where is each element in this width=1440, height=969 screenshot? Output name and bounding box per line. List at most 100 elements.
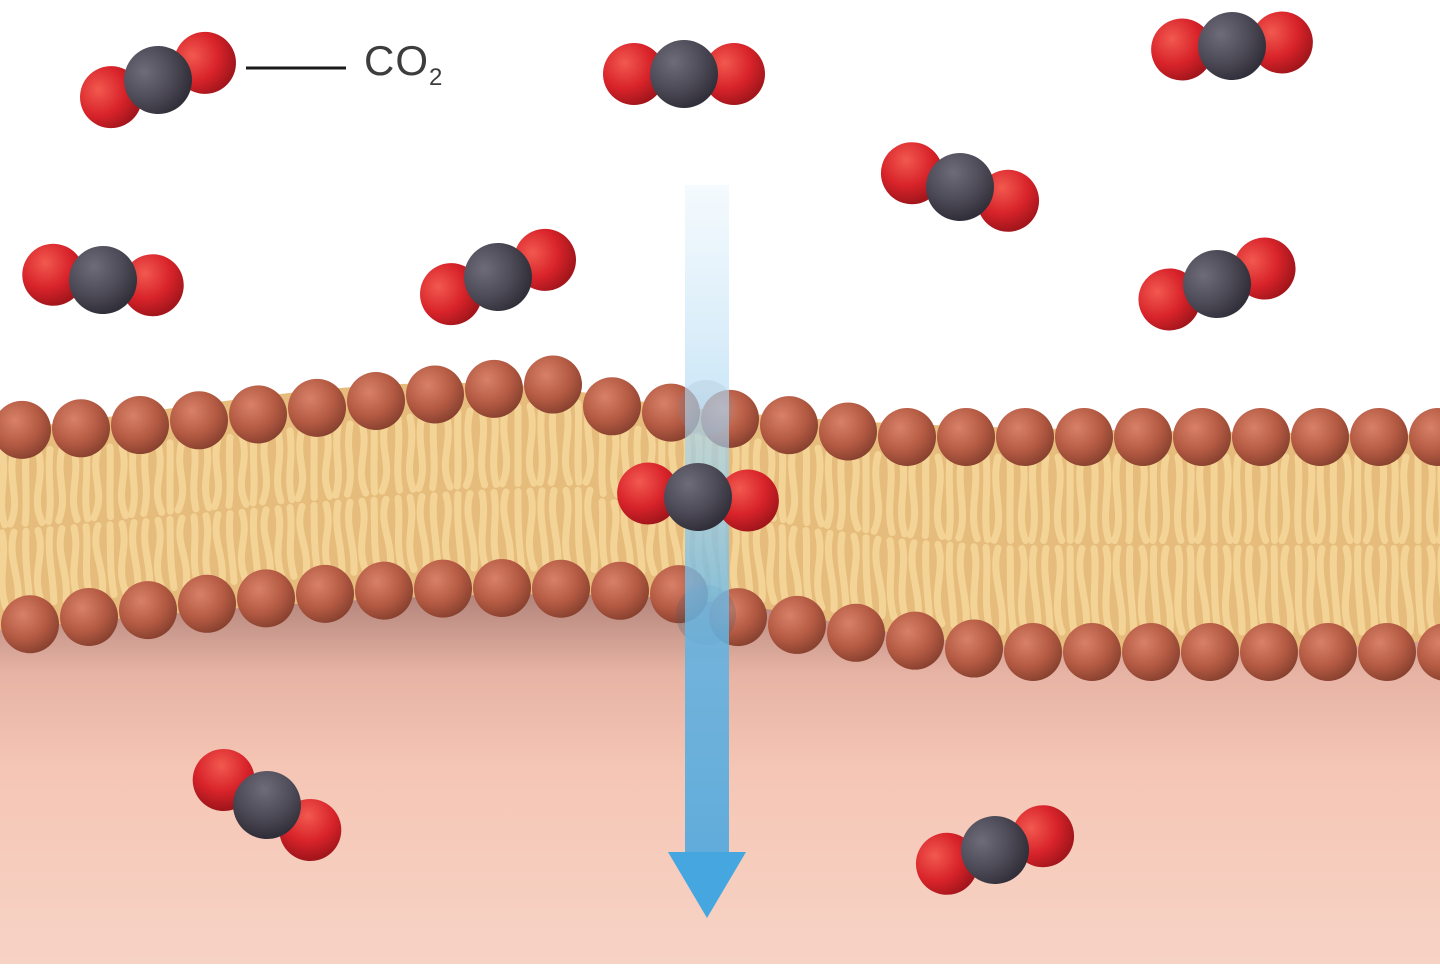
lipid-tail	[494, 409, 496, 485]
phospholipid-head	[1173, 408, 1231, 466]
lipid-tail	[1333, 457, 1335, 541]
phospholipid-head	[1055, 408, 1113, 466]
phospholipid-head	[937, 408, 995, 466]
lipid-tail	[937, 544, 942, 623]
lipid-tail	[565, 404, 569, 483]
phospholipid-head	[1114, 408, 1172, 466]
lipid-tail	[890, 456, 892, 533]
lipid-tail	[910, 457, 914, 535]
lipid-tail	[298, 430, 303, 499]
lipid-tail	[1382, 457, 1385, 541]
lipid-tail	[1214, 549, 1218, 633]
lipid-tail	[445, 495, 450, 569]
lipid-tail	[902, 457, 905, 534]
lipid-tail	[206, 440, 209, 508]
lipid-tail	[314, 505, 318, 574]
lipid-tail	[1094, 457, 1096, 541]
lipid-tail	[361, 423, 365, 494]
lipid-tail	[1345, 549, 1350, 633]
lipid-tail	[144, 445, 147, 514]
lipid-tail	[194, 441, 196, 509]
phospholipid-head	[583, 377, 641, 435]
lipid-tail	[770, 526, 774, 601]
phospholipid-head	[768, 596, 826, 654]
lipid-tail	[466, 411, 470, 486]
lipid-tail	[1247, 457, 1250, 541]
phospholipid-head	[1232, 408, 1290, 466]
lipid-tail	[241, 436, 246, 504]
lipid-tail	[874, 455, 878, 532]
lipid-tail	[1394, 549, 1398, 633]
lipid-tail	[410, 497, 414, 569]
phospholipid-head	[465, 360, 523, 418]
lipid-tail	[2, 450, 5, 525]
lipid-tail	[278, 509, 282, 578]
phospholipid-head	[1291, 408, 1349, 466]
lipid-tail	[178, 442, 183, 510]
lipid-tail	[1394, 457, 1396, 541]
phospholipid-head	[760, 396, 818, 454]
lipid-tail	[94, 448, 99, 518]
lipid-tail	[409, 417, 413, 489]
lipid-tail	[1022, 549, 1026, 633]
phospholipid-head	[827, 604, 885, 662]
phospholipid-head	[1350, 408, 1408, 466]
phospholipid-head	[60, 588, 118, 646]
lipid-tail	[482, 410, 485, 485]
lipid-tail	[853, 536, 858, 612]
lipid-tail	[817, 448, 821, 524]
lipid-tail	[445, 413, 450, 487]
phospholipid-head	[296, 565, 354, 623]
lipid-tail	[229, 437, 230, 505]
phospholipid-head	[819, 402, 877, 460]
lipid-tail	[25, 450, 26, 523]
lipid-tail	[290, 431, 292, 500]
phospholipid-head	[52, 399, 110, 457]
lipid-tail	[1357, 457, 1358, 541]
lipid-tail	[1298, 549, 1302, 633]
phospholipid-head	[996, 408, 1054, 466]
phospholipid-head	[111, 396, 169, 454]
lipid-tail	[518, 491, 522, 568]
phospholipid-head	[119, 581, 177, 639]
lipid-tail	[782, 444, 783, 519]
lipid-tail	[157, 444, 161, 513]
lipid-tail	[49, 449, 51, 521]
lipid-tail	[782, 528, 786, 603]
lipid-tail	[122, 524, 126, 593]
lipid-tail	[263, 434, 267, 502]
lipid-tail	[1298, 457, 1300, 541]
co2-molecule	[1129, 227, 1304, 342]
lipid-tail	[529, 491, 534, 568]
lipid-tail	[1274, 457, 1275, 541]
lipid-tail	[73, 449, 77, 520]
lipid-tail	[1010, 549, 1014, 633]
lipid-tail	[974, 547, 978, 629]
co2-molecule	[410, 217, 585, 336]
co2-molecule	[1149, 6, 1315, 85]
lipid-tail	[1262, 549, 1266, 633]
lipid-tail	[110, 447, 111, 517]
lipid-tail	[578, 403, 579, 482]
lipid-tail	[1282, 457, 1287, 541]
lipid-tail	[1178, 457, 1181, 541]
lipid-tail	[1094, 549, 1098, 633]
phospholipid-head	[473, 559, 531, 617]
co2-molecule	[873, 132, 1047, 242]
phospholipid-head	[945, 620, 1003, 678]
lipid-tail	[374, 421, 375, 492]
phospholipid-head	[1004, 623, 1062, 681]
lipid-tail	[602, 425, 603, 493]
lipid-tail	[1366, 457, 1370, 541]
lipid-tail	[457, 412, 458, 486]
lipid-tail	[278, 432, 281, 501]
lipid-tail	[157, 520, 162, 589]
lipid-tail	[1106, 549, 1110, 633]
lipid-tail	[1031, 457, 1034, 541]
lipid-tail	[362, 501, 366, 572]
phospholipid-head	[178, 575, 236, 633]
lipid-tail	[494, 492, 498, 568]
lipid-tail	[1236, 457, 1239, 541]
lipid-tail	[1115, 457, 1119, 541]
lipid-tail	[551, 404, 554, 482]
